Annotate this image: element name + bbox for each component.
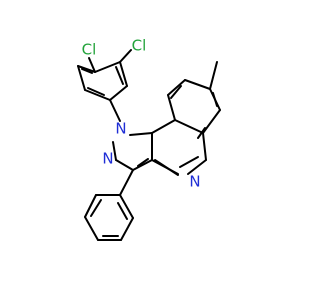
atom-n-quinoline: N — [189, 173, 200, 191]
bond-15 — [115, 159, 134, 171]
bond-3 — [119, 61, 128, 87]
bond-33 — [209, 61, 218, 90]
molecule-structure-canvas: Cl Cl N N N — [77, 36, 221, 241]
bond-24 — [179, 156, 199, 168]
bond-32 — [197, 127, 206, 139]
atom-cl-right: Cl — [132, 37, 147, 55]
bond-41 — [90, 199, 102, 217]
bond-36 — [84, 194, 97, 218]
bond-set — [77, 49, 221, 241]
bond-0 — [88, 57, 96, 73]
bond-25 — [167, 94, 176, 121]
bond-43 — [117, 202, 128, 220]
bond-2 — [94, 61, 121, 73]
bond-19 — [174, 119, 204, 134]
bond-7 — [77, 65, 96, 73]
bond-4 — [109, 85, 128, 101]
bond-14 — [132, 159, 153, 171]
bond-20 — [202, 132, 207, 161]
bond-23 — [151, 159, 179, 175]
bond-21 — [187, 159, 207, 175]
bond-29 — [202, 109, 221, 134]
bond-40 — [119, 194, 134, 219]
atom-cl-top: Cl — [82, 41, 97, 59]
bond-31 — [212, 92, 218, 107]
molecule-structure: Cl Cl N N N — [77, 37, 221, 241]
bond-18 — [151, 119, 176, 134]
bond-1 — [119, 49, 132, 63]
bond-37 — [84, 216, 99, 241]
bond-34 — [119, 169, 134, 196]
bond-26 — [167, 79, 186, 96]
bond-27 — [184, 79, 211, 90]
bond-5 — [84, 89, 111, 101]
bond-10 — [81, 68, 93, 74]
atom-label-set: Cl Cl N N N — [82, 37, 201, 191]
bond-30 — [170, 85, 182, 99]
bond-8 — [115, 66, 124, 85]
bond-6 — [77, 65, 86, 91]
bond-11 — [109, 99, 121, 122]
bond-9 — [87, 87, 105, 96]
bond-16 — [112, 141, 117, 161]
bond-17 — [137, 158, 149, 167]
atom-n-pyrazole-1: N — [115, 120, 126, 138]
atom-n-pyrazole-2: N — [102, 150, 113, 168]
bond-12 — [129, 132, 153, 136]
bond-39 — [120, 217, 134, 241]
